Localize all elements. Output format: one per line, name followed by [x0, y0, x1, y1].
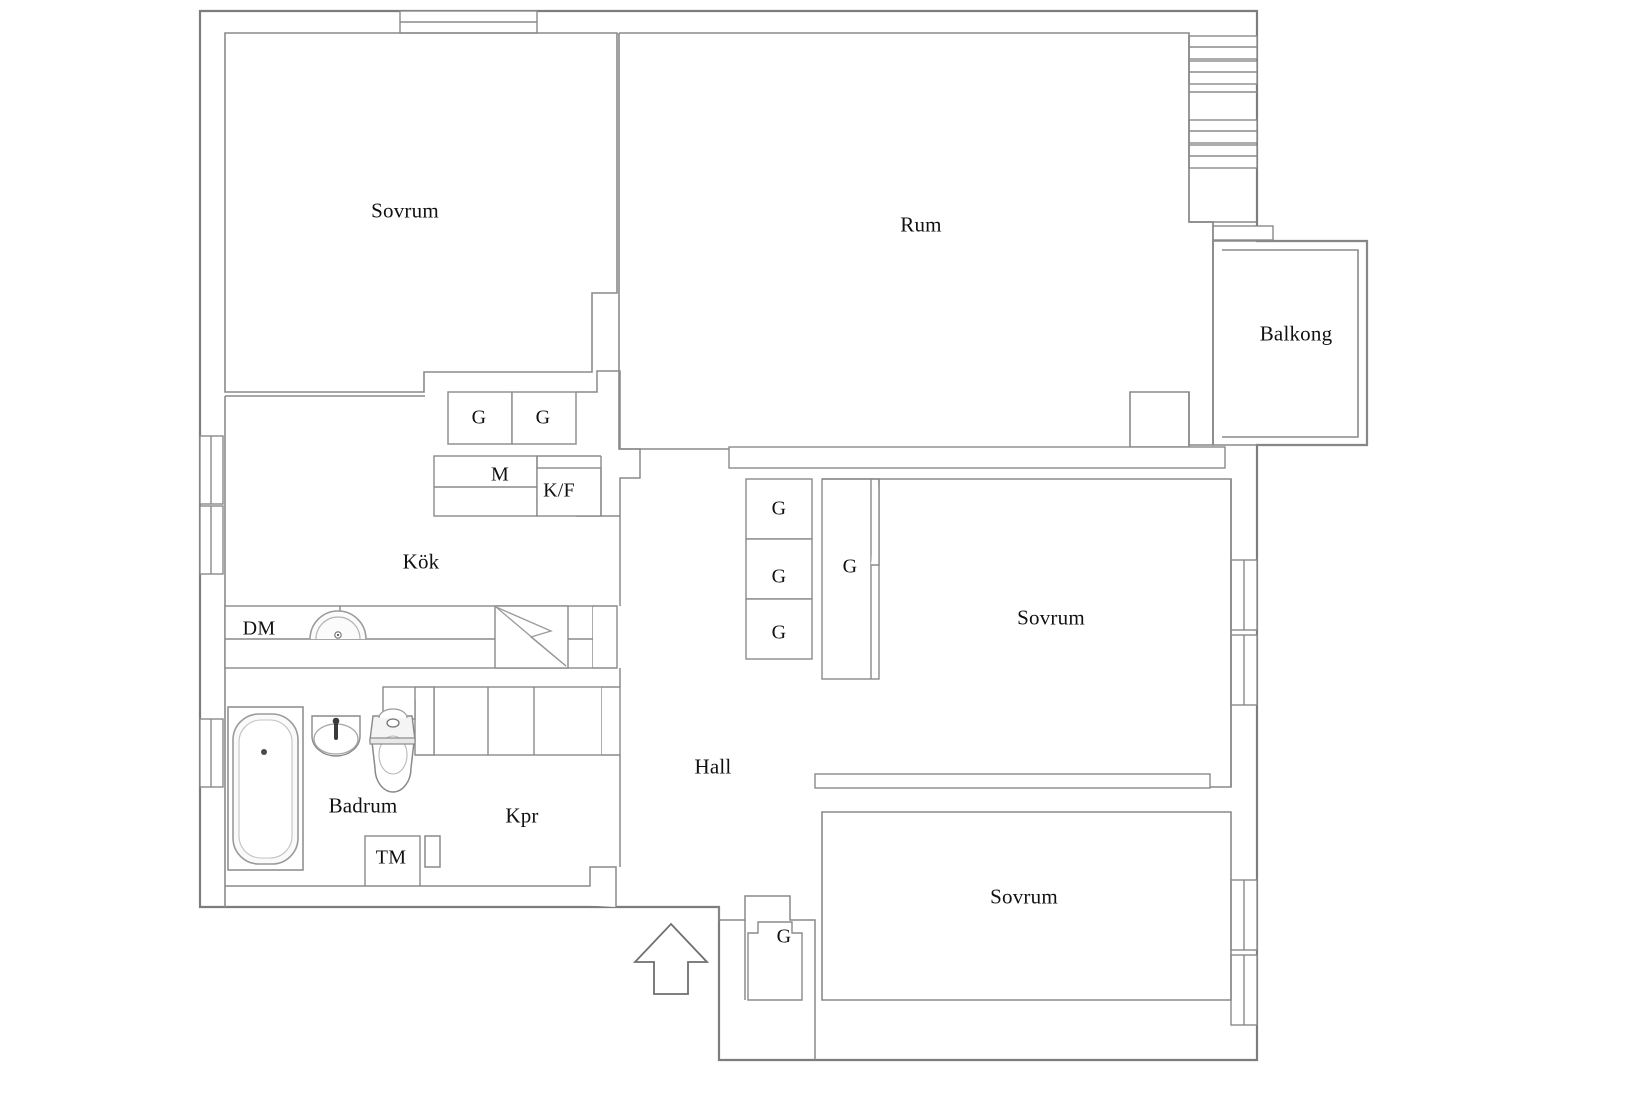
fixture-label-closet-kitchen-g1: G — [471, 406, 487, 429]
room-outline-sovrum-bottom-right — [821, 811, 1232, 1001]
room-label-kpr: Kpr — [505, 803, 539, 828]
room-label-badrum: Badrum — [328, 793, 398, 818]
room-label-balkong: Balkong — [1259, 321, 1333, 346]
window-left-wall-mid — [199, 505, 224, 575]
window-right-wall-rum-c — [1188, 119, 1258, 144]
room-outline-rum — [618, 32, 1214, 450]
window-right-wall-rum-a — [1188, 35, 1258, 60]
bathroom-sink-icon — [311, 715, 361, 757]
closet-stack-hall — [745, 478, 813, 660]
appliance-block-microwave-fridge — [433, 455, 602, 517]
wall-stubs-lower-left — [225, 835, 617, 907]
toilet-icon — [369, 708, 416, 793]
fixture-label-microwave: M — [491, 463, 509, 486]
fixture-label-dishwasher: DM — [242, 617, 276, 640]
window-right-wall-sovrum-bottom-b — [1230, 954, 1258, 1026]
fixture-label-washing-machine: TM — [375, 846, 407, 869]
closet-block-kitchen — [447, 391, 577, 445]
fixture-label-closet-kitchen-g2: G — [535, 406, 551, 429]
room-label-kok: Kök — [402, 549, 440, 574]
room-label-sovrum-bottom-right: Sovrum — [990, 884, 1058, 909]
window-left-wall-lower — [199, 718, 224, 788]
window-right-wall-rum-d — [1188, 144, 1258, 169]
closet-entry-box — [747, 921, 803, 1001]
kitchen-sink-icon — [309, 610, 367, 640]
fixture-label-fridge-freezer: K/F — [543, 479, 575, 502]
fixture-label-closet-hall-g3: G — [771, 621, 787, 644]
bathtub-icon — [227, 706, 304, 871]
wall-step-kitchen-right — [576, 370, 641, 517]
window-left-wall-upper — [199, 435, 224, 505]
cabinet-run-kpr — [382, 686, 621, 756]
door-band-sovrum-middle — [814, 773, 1211, 789]
entry-walls — [718, 895, 816, 1060]
room-label-sovrum-top-left: Sovrum — [371, 198, 439, 223]
room-label-rum: Rum — [900, 212, 942, 237]
wall-band-hall-top — [728, 446, 1226, 469]
window-right-wall-sovrum-bottom-a — [1230, 879, 1258, 951]
window-right-wall-sovrum-mid-a — [1230, 559, 1258, 631]
balcony-door — [1212, 225, 1274, 241]
room-label-hall: Hall — [694, 754, 732, 779]
closet-hall-vertical — [821, 478, 880, 680]
stove-icon — [495, 606, 567, 667]
fixture-label-closet-hall-g1: G — [771, 497, 787, 520]
entrance-direction-arrow — [632, 922, 710, 995]
fixture-label-closet-hall-g2: G — [771, 565, 787, 588]
window-right-wall-rum-b — [1188, 60, 1258, 85]
room-outline-sovrum-middle-right — [822, 478, 1232, 788]
room-label-sovrum-middle-right: Sovrum — [1017, 605, 1085, 630]
window-top-wall — [399, 10, 538, 34]
window-right-wall-sovrum-mid-b — [1230, 634, 1258, 706]
room-outline-sovrum-top-left — [224, 32, 618, 393]
fixture-label-closet-hall-g4: G — [842, 555, 858, 578]
fixture-label-closet-entry-g: G — [776, 925, 792, 948]
